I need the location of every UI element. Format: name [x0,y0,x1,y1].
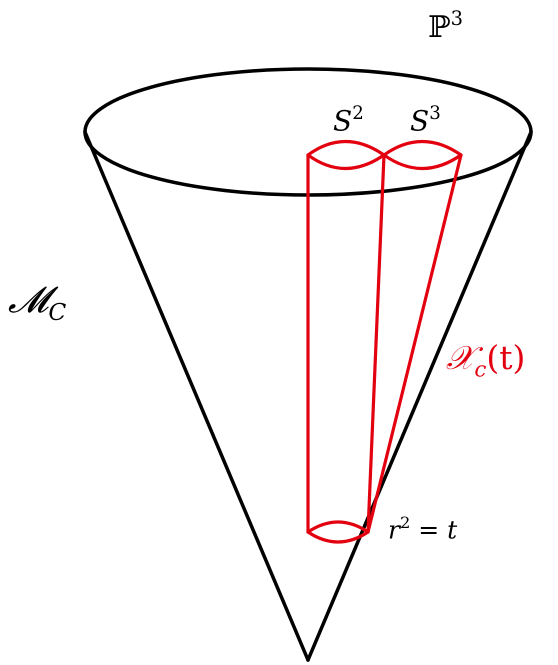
label-fiber-base: 𝒳 [446,338,475,377]
cone-left-edge [83,130,310,662]
label-fiber: 𝒳c(t) [446,341,525,381]
tube-inner-wall [366,153,386,534]
label-radius-rest: = t [410,515,458,545]
label-projective-space-base: ℙ [428,10,451,45]
tube-outer-wall [366,153,463,534]
label-radius-condition: r2 = t [388,513,458,545]
label-sphere-3: S3 [410,103,441,138]
label-projective-space: ℙ3 [428,7,463,45]
label-sphere-3-exponent: 3 [429,103,441,125]
label-moduli-space-subscript: C [48,298,67,327]
label-sphere-2-base: S [333,104,353,138]
label-moduli-space: 𝓜C [8,283,66,325]
label-radius-base: r [388,515,400,545]
label-moduli-space-base: 𝓜 [8,280,49,321]
sphere2-top-circle [306,139,386,171]
label-sphere-3-base: S [410,104,430,138]
label-projective-space-exponent: 3 [450,7,463,31]
label-sphere-2-exponent: 2 [352,103,364,125]
label-radius-exponent: 2 [399,513,411,533]
sphere3-top-circle [382,139,463,171]
label-fiber-subscript: c [474,357,487,383]
bottom-circle [306,520,370,544]
label-sphere-2: S2 [333,103,364,138]
label-fiber-argument: (t) [486,338,526,377]
cone-right-edge [306,130,533,662]
